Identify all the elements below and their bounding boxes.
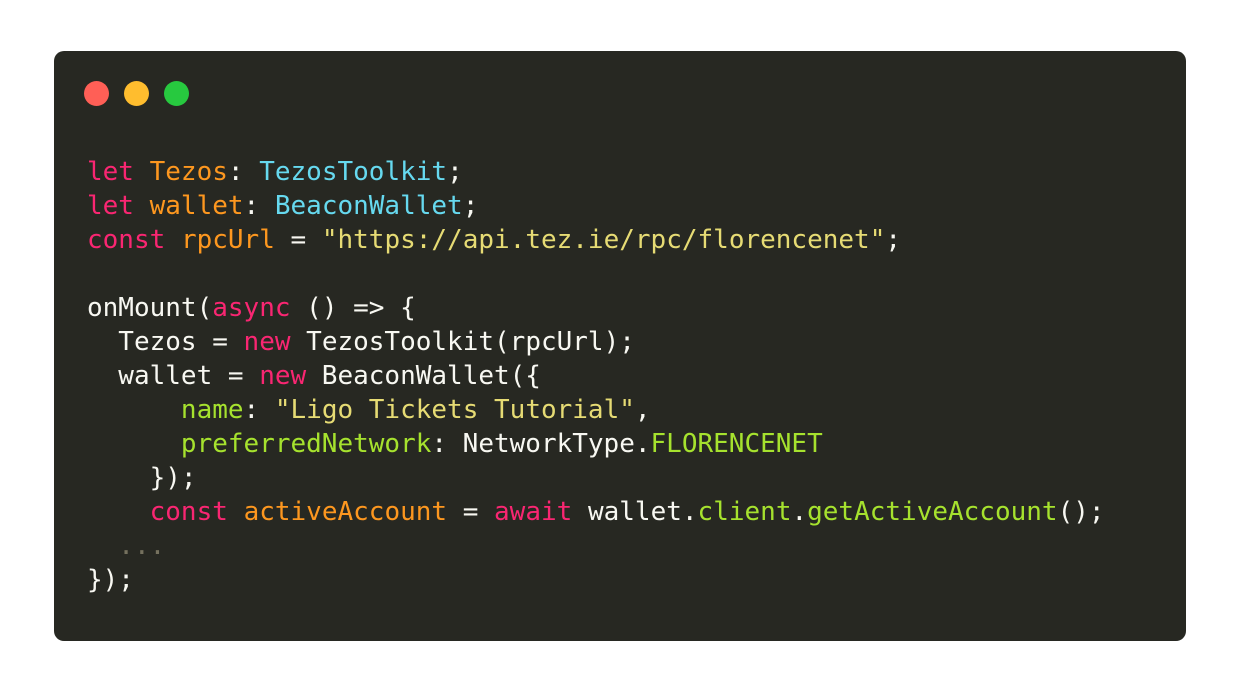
code-line: const activeAccount = await wallet.clien… (87, 495, 1105, 529)
code-token-keyword: let (87, 191, 134, 221)
code-token-property: preferredNetwork (180, 429, 432, 459)
close-button[interactable] (84, 81, 109, 106)
code-token-variable: activeAccount (243, 497, 448, 527)
code-line: ... (87, 529, 1105, 563)
code-token-plain (87, 395, 181, 425)
code-token-property: FLORENCENET (650, 429, 823, 459)
code-token-keyword: async (212, 293, 291, 323)
code-token-keyword: const (149, 497, 228, 527)
code-line: const rpcUrl = "https://api.tez.ie/rpc/f… (87, 223, 1105, 257)
code-line: }); (87, 563, 1105, 597)
code-token-keyword: const (87, 225, 166, 255)
code-token-plain: , (634, 395, 651, 425)
code-token-plain: wallet = (87, 361, 260, 391)
code-token-variable: wallet (149, 191, 244, 221)
code-token-plain: () => { (290, 293, 416, 323)
code-token-keyword: let (87, 157, 134, 187)
code-token-plain: ; (462, 191, 479, 221)
code-token-plain: Tezos = (87, 327, 244, 357)
code-token-property: client (697, 497, 792, 527)
code-token-plain: : (243, 191, 275, 221)
code-token-plain (134, 157, 150, 187)
code-line: preferredNetwork: NetworkType.FLORENCENE… (87, 427, 1105, 461)
code-token-plain: : NetworkType. (431, 429, 651, 459)
code-token-string: "https://api.tez.ie/rpc/florencenet" (321, 225, 886, 255)
code-line: wallet = new BeaconWallet({ (87, 359, 1105, 393)
code-token-plain: ; (447, 157, 463, 187)
code-token-plain: ; (885, 225, 902, 255)
code-token-property: name (180, 395, 244, 425)
code-line: name: "Ligo Tickets Tutorial", (87, 393, 1105, 427)
code-token-plain: onMount( (87, 293, 213, 323)
code-token-plain: }); (87, 463, 197, 493)
code-line: onMount(async () => { (87, 291, 1105, 325)
code-token-plain: }); (87, 565, 134, 595)
code-token-plain (87, 497, 150, 527)
code-token-plain: = (447, 497, 495, 527)
code-line: Tezos = new TezosToolkit(rpcUrl); (87, 325, 1105, 359)
code-block: let Tezos: TezosToolkit;let wallet: Beac… (87, 155, 1105, 597)
code-token-plain: TezosToolkit(rpcUrl); (290, 327, 635, 357)
code-token-plain: wallet. (572, 497, 698, 527)
code-token-comment: ... (87, 531, 166, 561)
code-token-plain: : (243, 395, 275, 425)
code-line: }); (87, 461, 1105, 495)
code-token-variable: Tezos (149, 157, 228, 187)
code-token-keyword: new (243, 327, 291, 357)
code-token-type: BeaconWallet (274, 191, 463, 221)
code-window: let Tezos: TezosToolkit;let wallet: Beac… (54, 51, 1186, 641)
code-token-string: "Ligo Tickets Tutorial" (274, 395, 635, 425)
code-token-plain (165, 225, 181, 255)
code-token-keyword: new (259, 361, 307, 391)
code-token-plain (134, 191, 150, 221)
code-token-plain: . (791, 497, 808, 527)
window-controls (84, 81, 189, 106)
code-token-plain (87, 429, 181, 459)
code-token-keyword: await (494, 497, 573, 527)
code-token-plain: : (227, 157, 260, 187)
code-line: let wallet: BeaconWallet; (87, 189, 1105, 223)
code-token-plain: (); (1057, 497, 1105, 527)
code-token-plain: BeaconWallet({ (306, 361, 541, 391)
code-token-type: TezosToolkit (259, 157, 448, 187)
minimize-button[interactable] (124, 81, 149, 106)
code-line: let Tezos: TezosToolkit; (87, 155, 1105, 189)
code-token-plain: = (274, 225, 322, 255)
code-token-plain (228, 497, 244, 527)
maximize-button[interactable] (164, 81, 189, 106)
code-token-variable: rpcUrl (180, 225, 275, 255)
code-line (87, 257, 1105, 291)
code-token-property: getActiveAccount (807, 497, 1058, 527)
